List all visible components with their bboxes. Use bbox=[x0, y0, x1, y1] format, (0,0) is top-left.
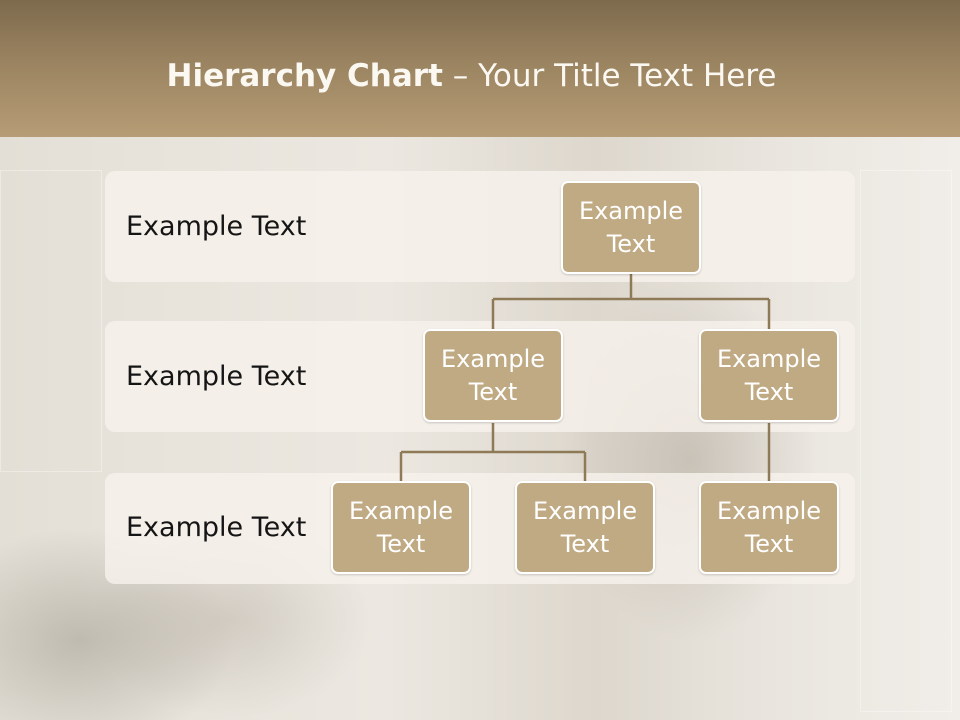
node-level2-left-text: Example Text bbox=[440, 344, 546, 406]
node-level3-middle[interactable]: Example Text bbox=[515, 481, 655, 574]
connector-root-to-level2 bbox=[491, 274, 771, 330]
node-root-text: Example Text bbox=[578, 196, 684, 258]
node-level3-left[interactable]: Example Text bbox=[331, 481, 471, 574]
level-label-1[interactable]: Example Text bbox=[126, 211, 307, 242]
node-level3-middle-text: Example Text bbox=[532, 496, 638, 558]
node-level2-right[interactable]: Example Text bbox=[699, 329, 839, 422]
node-level3-right-text: Example Text bbox=[716, 496, 822, 558]
slide-title[interactable]: Hierarchy Chart – Your Title Text Here bbox=[0, 56, 943, 96]
level-label-2[interactable]: Example Text bbox=[126, 361, 307, 392]
background-door-panel bbox=[860, 170, 952, 712]
level-band-1 bbox=[105, 171, 855, 282]
background-window-panel bbox=[0, 170, 102, 472]
node-level3-right[interactable]: Example Text bbox=[699, 481, 839, 574]
connector-left-to-level3 bbox=[399, 423, 587, 482]
title-bar bbox=[0, 0, 960, 137]
node-level2-left[interactable]: Example Text bbox=[423, 329, 563, 422]
title-bold: Hierarchy Chart bbox=[166, 58, 443, 94]
level-label-3[interactable]: Example Text bbox=[126, 512, 307, 543]
title-rest: – Your Title Text Here bbox=[442, 58, 777, 94]
node-level3-left-text: Example Text bbox=[348, 496, 454, 558]
node-root[interactable]: Example Text bbox=[561, 181, 701, 274]
node-level2-right-text: Example Text bbox=[716, 344, 822, 406]
